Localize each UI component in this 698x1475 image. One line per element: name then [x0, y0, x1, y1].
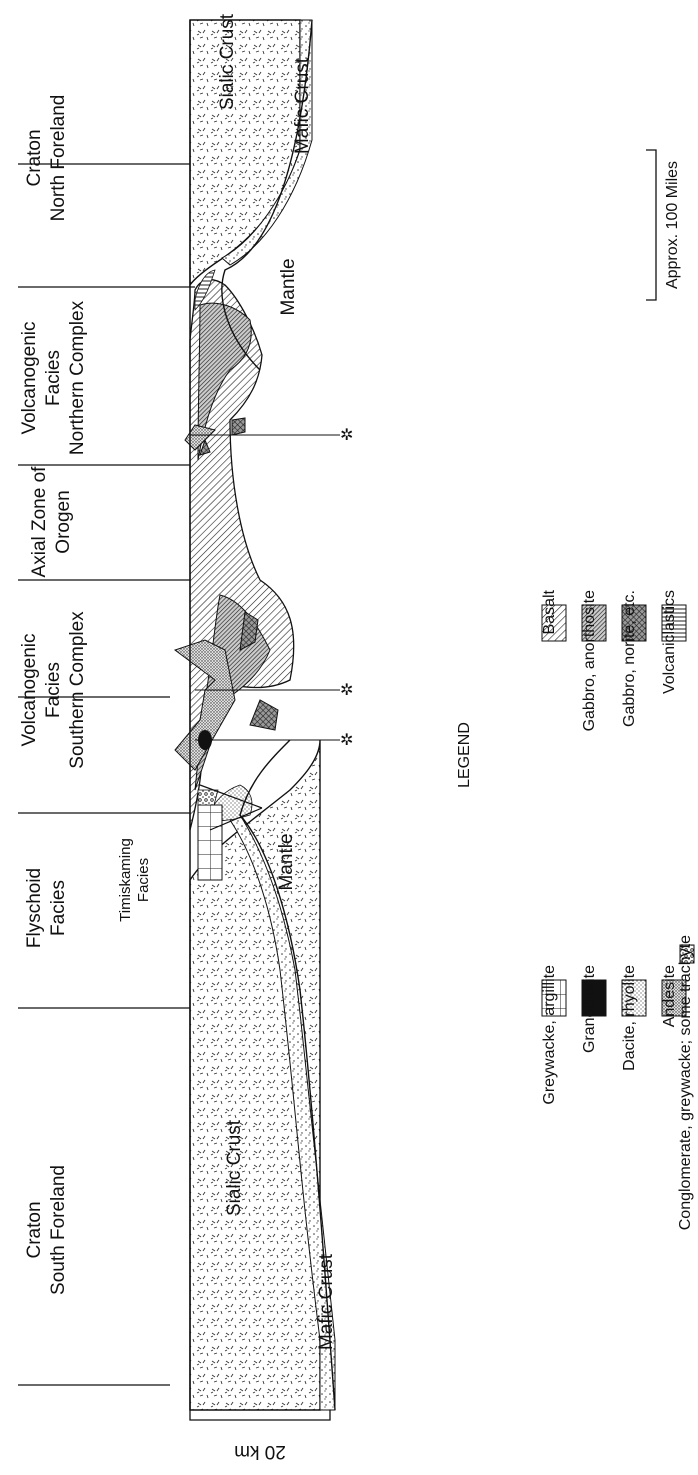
- zone-label: Facies: [48, 880, 69, 936]
- zone-label: Craton: [24, 1201, 45, 1258]
- legend-item-basalt: Basalt: [541, 589, 566, 641]
- zone-headings: Craton South Foreland Flyschoid Facies V…: [19, 95, 88, 1295]
- zone-label: Northern Complex: [67, 300, 88, 455]
- zone-volcanogenic-north: Volcanogenic Facies Northern Complex: [19, 300, 88, 455]
- zone-label: Craton: [24, 129, 45, 186]
- legend-label: Dacite, rhyolite: [621, 965, 638, 1071]
- conglomerate-body: [198, 790, 218, 805]
- zone-volcanogenic-south: Volcanogenic Facies Southern Complex: [19, 611, 88, 769]
- zone-craton-north: Craton North Foreland: [24, 95, 69, 222]
- zone-label: North Foreland: [48, 95, 69, 222]
- cross-section-body: ✲ ✲ ✲: [175, 20, 353, 1410]
- legend-label: Greywacke, argillite: [541, 965, 558, 1105]
- legend-item-dacite: Dacite, rhyolite: [621, 965, 646, 1071]
- magma-source-mark: ✲: [340, 682, 353, 699]
- legend-item-gabbro-norite: Gabbro, norite, etc.: [621, 590, 646, 727]
- zone-flyschoid: Flyschoid Facies: [24, 868, 69, 948]
- sialic-crust-north-label: Sialic Crust: [217, 13, 238, 110]
- zone-label: Facies: [43, 662, 64, 718]
- zone-craton-south: Craton South Foreland: [24, 1165, 69, 1295]
- zone-label: Southern Complex: [67, 611, 88, 769]
- zone-axial: Axial Zone of Orogen: [29, 466, 74, 578]
- vertical-scale-bar: 20 km: [190, 1410, 330, 1462]
- zone-label: Flyschoid: [24, 868, 45, 948]
- andesite-cone-south: [175, 640, 235, 770]
- mantle-north-label: Mantle: [278, 258, 299, 315]
- zone-label: Facies: [43, 350, 64, 406]
- zone-label: Volcanogenic: [19, 633, 40, 746]
- zone-label: Axial Zone of: [29, 466, 50, 578]
- zone-label: Volcanogenic: [19, 321, 40, 434]
- legend-item-volcaniclastics: Volcaniclastics: [661, 590, 686, 694]
- legend: LEGEND Greywacke, argillite Granodiorite…: [456, 589, 694, 1230]
- svg-text:Timiskaming: Timiskaming: [117, 838, 134, 922]
- legend-label: Volcaniclastics: [661, 590, 678, 694]
- legend-label: Granodiorite: [581, 965, 598, 1053]
- greywacke-argillite-body: [198, 805, 222, 880]
- zone-boundaries: [18, 164, 210, 1385]
- legend-label: Gabbro, norite, etc.: [621, 590, 638, 727]
- mafic-crust-north-label: Mafic Crust: [292, 57, 313, 154]
- timiskaming-facies-label: Timiskaming Facies: [117, 838, 152, 922]
- magma-source-mark: ✲: [340, 427, 353, 444]
- gabbro-norite-intrusion-south: [250, 700, 278, 730]
- zone-label: Orogen: [53, 490, 74, 553]
- mafic-crust-south-label: Mafic Crust: [316, 1253, 337, 1350]
- gabbro-norite-intrusion-north: [232, 418, 245, 435]
- legend-label: Conglomerate, greywacke; some trachyte: [677, 935, 694, 1230]
- legend-label: Basalt: [541, 589, 558, 634]
- horizontal-scale-label: Approx. 100 Miles: [664, 161, 681, 289]
- magma-source-mark: ✲: [340, 732, 353, 749]
- legend-title: LEGEND: [456, 722, 473, 788]
- vertical-scale-label: 20 km: [234, 1441, 286, 1462]
- svg-text:Facies: Facies: [135, 858, 152, 902]
- legend-item-gabbro-anorthosite: Gabbro, anorthosite: [581, 590, 606, 732]
- zone-label: South Foreland: [48, 1165, 69, 1295]
- legend-label: Andesite: [661, 965, 678, 1027]
- legend-label: Gabbro, anorthosite: [581, 590, 598, 732]
- legend-item-conglomerate: Conglomerate, greywacke; some trachyte: [677, 935, 694, 1230]
- mantle-south-label: Mantle: [276, 833, 297, 890]
- legend-item-greywacke: Greywacke, argillite: [541, 965, 566, 1105]
- horizontal-scale-bar: Approx. 100 Miles: [646, 150, 681, 300]
- legend-item-granodiorite: Granodiorite: [581, 965, 606, 1053]
- sialic-crust-south-label: Sialic Crust: [224, 1119, 245, 1216]
